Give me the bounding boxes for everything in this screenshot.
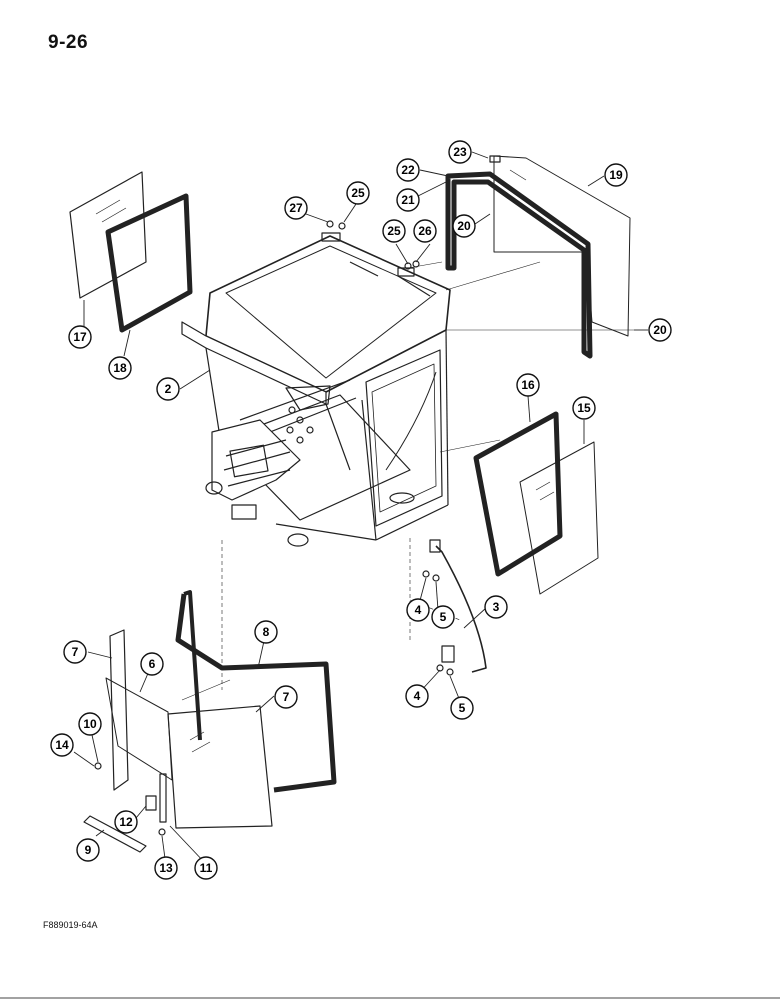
svg-text:4: 4 <box>415 603 422 617</box>
svg-text:11: 11 <box>200 861 213 875</box>
svg-text:21: 21 <box>401 193 415 207</box>
callout-7: 7 <box>63 640 87 664</box>
svg-text:3: 3 <box>493 600 500 614</box>
door-seal <box>473 411 563 577</box>
svg-text:17: 17 <box>73 330 87 344</box>
door-glass <box>519 441 599 595</box>
svg-text:18: 18 <box>113 361 127 375</box>
callout-25: 25 <box>382 219 406 243</box>
wiper-bar <box>83 815 147 853</box>
callout-2: 2 <box>156 377 180 401</box>
svg-text:25: 25 <box>351 186 365 200</box>
svg-text:10: 10 <box>83 717 97 731</box>
svg-text:9: 9 <box>85 843 92 857</box>
svg-text:20: 20 <box>653 323 667 337</box>
svg-text:2: 2 <box>165 382 172 396</box>
latch <box>94 762 167 836</box>
rear-window-seal <box>105 193 193 333</box>
callout-3: 3 <box>484 595 508 619</box>
svg-text:12: 12 <box>119 815 133 829</box>
svg-text:27: 27 <box>289 201 303 215</box>
right-rear-glass <box>493 155 631 337</box>
callout-8: 8 <box>254 620 278 644</box>
callout-15: 15 <box>572 396 596 420</box>
svg-text:23: 23 <box>453 145 467 159</box>
callout-19: 19 <box>604 163 628 187</box>
callout-13: 13 <box>154 856 178 880</box>
svg-text:16: 16 <box>521 378 535 392</box>
page-number: 9-26 <box>48 32 89 53</box>
callout-5: 5 <box>450 696 474 720</box>
svg-text:15: 15 <box>577 401 591 415</box>
callout-4: 4 <box>405 684 429 708</box>
svg-text:5: 5 <box>459 701 466 715</box>
cab-frame <box>181 232 451 547</box>
svg-text:13: 13 <box>159 861 173 875</box>
svg-text:7: 7 <box>283 690 290 704</box>
callout-5: 5 <box>431 605 455 629</box>
callout-16: 16 <box>516 373 540 397</box>
callout-25: 25 <box>346 181 370 205</box>
callout-14: 14 <box>50 733 74 757</box>
callout-22: 22 <box>396 158 420 182</box>
callout-17: 17 <box>68 325 92 349</box>
svg-text:4: 4 <box>414 689 421 703</box>
door-strut <box>422 539 487 676</box>
svg-text:25: 25 <box>387 224 401 238</box>
callout-21: 21 <box>396 188 420 212</box>
callout-27: 27 <box>284 196 308 220</box>
callout-10: 10 <box>78 712 102 736</box>
callout-11: 11 <box>194 856 218 880</box>
callout-6: 6 <box>140 652 164 676</box>
callouts: 2 3 4 4 5 5 6 7 7 8 9 10 11 12 13 14 15 … <box>50 140 672 880</box>
svg-text:19: 19 <box>609 168 623 182</box>
right-rear-seal <box>445 171 593 359</box>
figure-code: F889019-64A <box>43 920 98 930</box>
callout-20: 20 <box>452 214 476 238</box>
callout-4: 4 <box>406 598 430 622</box>
callout-20: 20 <box>648 318 672 342</box>
rear-window-glass <box>69 171 147 299</box>
svg-text:20: 20 <box>457 219 471 233</box>
svg-text:22: 22 <box>401 163 415 177</box>
callout-23: 23 <box>448 140 472 164</box>
svg-text:6: 6 <box>149 657 156 671</box>
callout-12: 12 <box>114 810 138 834</box>
svg-text:8: 8 <box>263 625 270 639</box>
callout-9: 9 <box>76 838 100 862</box>
front-window-seal <box>175 590 337 793</box>
front-side-glass <box>109 629 129 791</box>
callout-26: 26 <box>413 219 437 243</box>
front-main-glass <box>167 705 273 829</box>
svg-text:7: 7 <box>72 645 79 659</box>
callout-18: 18 <box>108 356 132 380</box>
svg-text:5: 5 <box>440 610 447 624</box>
svg-text:14: 14 <box>55 738 69 752</box>
callout-7: 7 <box>274 685 298 709</box>
svg-text:26: 26 <box>418 224 432 238</box>
front-lower-glass <box>105 677 173 781</box>
